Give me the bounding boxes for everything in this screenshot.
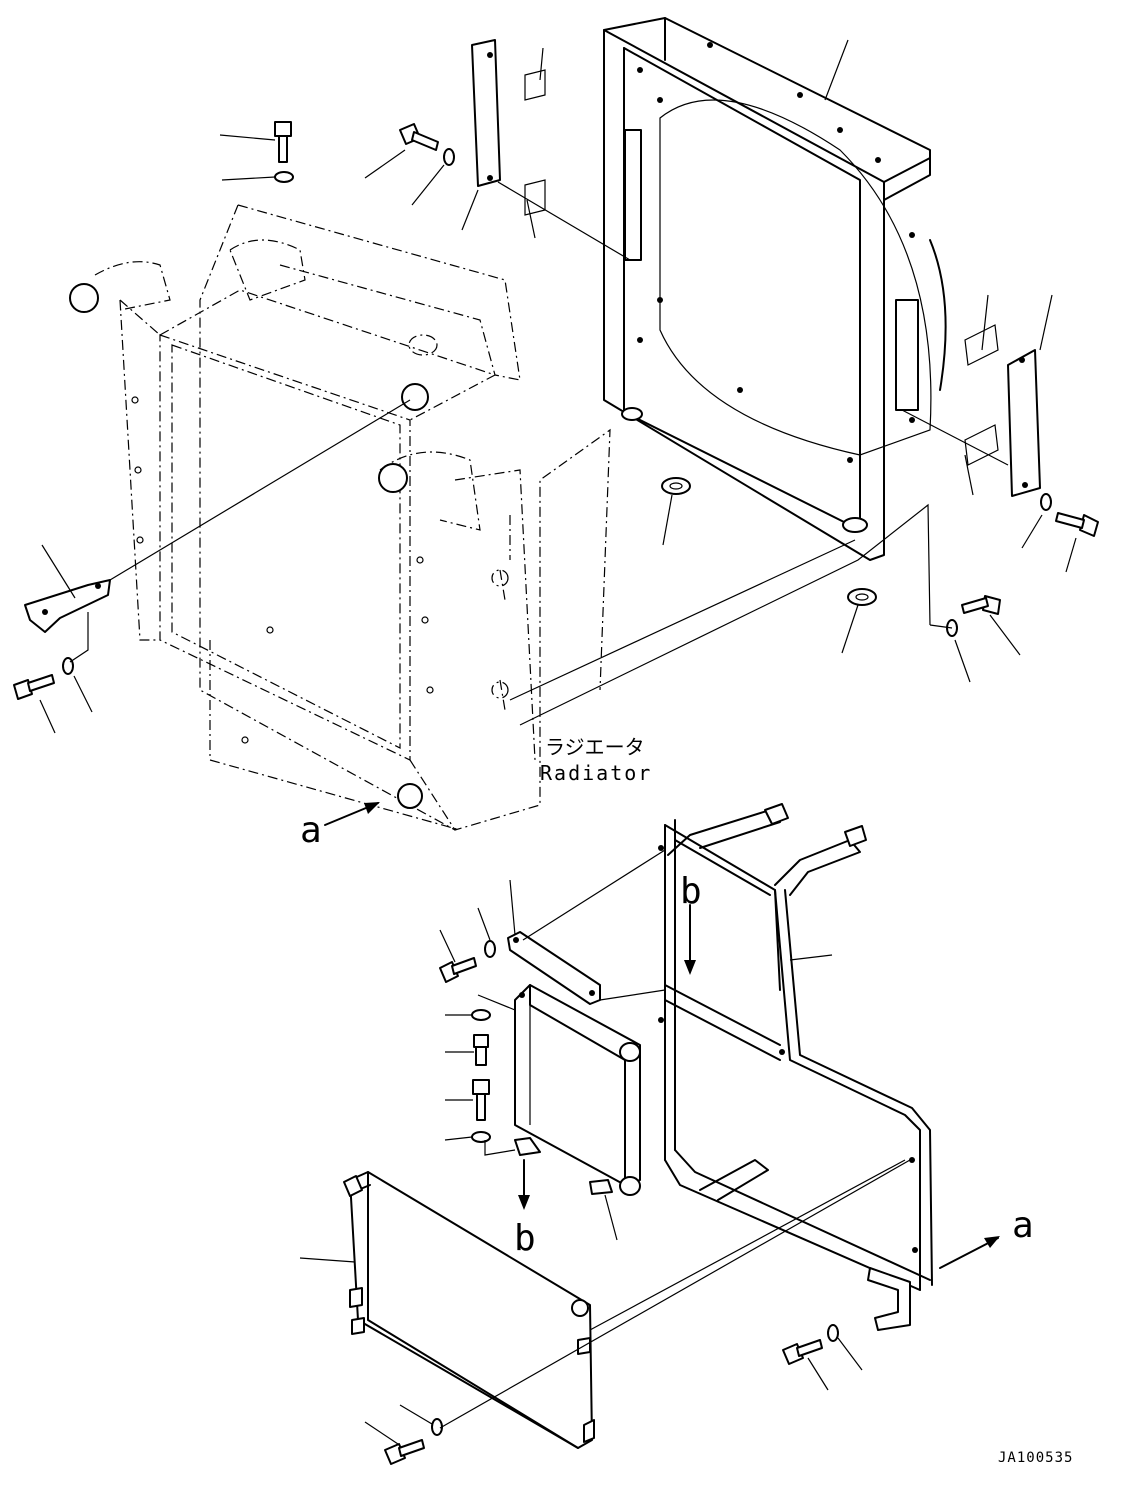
- seal-plate-left: [471, 39, 546, 216]
- radiator-label-en: Radiator: [540, 761, 652, 785]
- drawing-number: JA100535: [998, 1450, 1073, 1466]
- bolt-icon: [439, 957, 477, 983]
- bolt-icon: [472, 1079, 490, 1121]
- view-arrow-a-left: [324, 802, 380, 826]
- condenser-frame: [658, 803, 933, 1331]
- washer-icon: [827, 1324, 839, 1342]
- washer-icon: [1040, 493, 1052, 511]
- washer-icon: [471, 1009, 491, 1021]
- bolt-icon: [399, 123, 439, 151]
- view-arrow-b-bottom: [518, 1159, 530, 1210]
- washer-icon: [274, 171, 294, 183]
- view-label-b-top: b: [680, 871, 702, 912]
- view-arrow-b-top: [684, 904, 696, 975]
- leader-lines-lower: [299, 849, 911, 1445]
- bolt-icon: [1055, 512, 1099, 537]
- leader-lines: [39, 39, 1077, 734]
- grommet-lower: [847, 588, 877, 606]
- washer-icon: [443, 148, 455, 166]
- washer-icon: [471, 1131, 491, 1143]
- bolt-icon: [782, 1339, 823, 1365]
- grommet-upper: [661, 477, 691, 495]
- fan-shroud: [603, 17, 947, 561]
- view-label-a-right: a: [1012, 1205, 1034, 1246]
- view-label-b-bottom: b: [514, 1218, 536, 1259]
- washer-icon: [431, 1418, 443, 1436]
- bolt-icon: [13, 674, 55, 700]
- washer-icon: [484, 940, 496, 958]
- view-label-a-left: a: [300, 810, 322, 851]
- radiator-label-jp: ラジエータ: [545, 735, 645, 759]
- bolt-icon: [384, 1439, 425, 1465]
- stud-icon: [473, 1034, 489, 1066]
- bolt-icon: [961, 595, 1001, 615]
- view-arrow-a-right: [939, 1236, 1000, 1269]
- bolt-icon: [274, 121, 292, 163]
- radiator-phantom: [69, 204, 611, 831]
- condenser-panel: [343, 1171, 595, 1449]
- cooler-core: [514, 984, 641, 1196]
- seal-plate-right: [964, 324, 1041, 497]
- radiator-bracket: [24, 579, 111, 633]
